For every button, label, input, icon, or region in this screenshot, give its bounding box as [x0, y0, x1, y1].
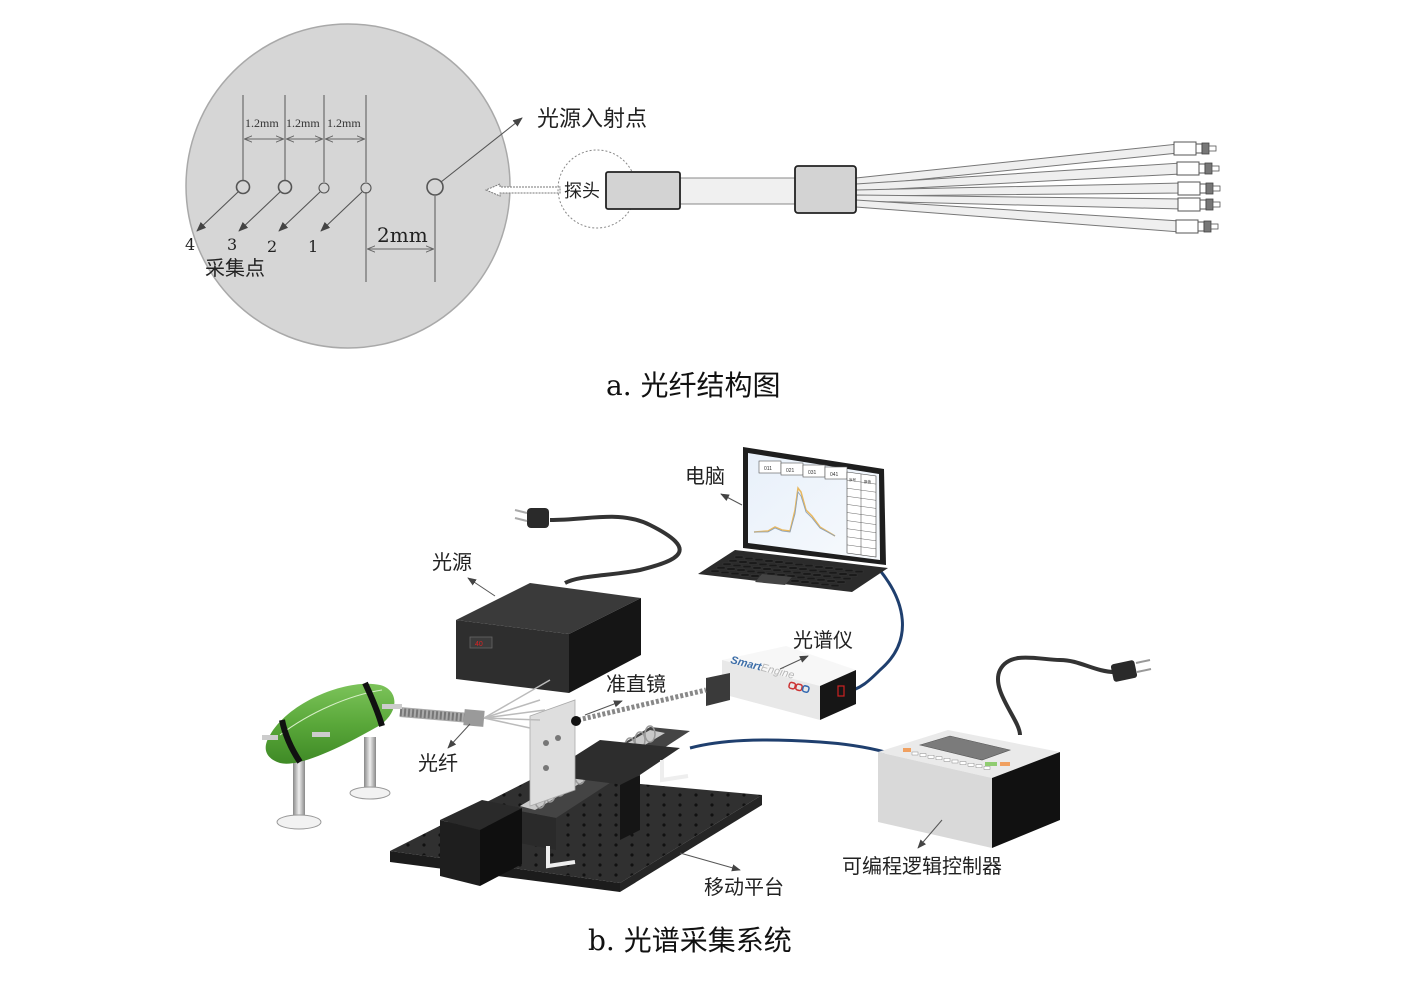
collimator-pointer-arrow — [584, 700, 623, 716]
collimator — [571, 716, 581, 726]
light-incidence-point — [426, 178, 444, 196]
probe-to-face-arrow — [484, 183, 561, 197]
plc-label: 可编程逻辑控制器 — [842, 854, 1002, 878]
stepper-motor — [440, 800, 522, 830]
optical-fiber — [399, 679, 551, 729]
collection-point-1 — [360, 182, 372, 194]
collection-points — [235, 178, 444, 196]
screen-data-table: 序号 数值 — [846, 471, 877, 558]
collection-point-arrows — [196, 191, 363, 232]
plc-power-plug — [1110, 659, 1152, 682]
light-source-display — [469, 636, 493, 649]
spacing-label-2: 1.2mm — [286, 116, 320, 130]
spacing-label-3: 1.2mm — [327, 116, 361, 130]
plc-display-screen — [918, 735, 1012, 761]
incidence-pointer-arrow — [440, 117, 523, 183]
distance-label: 2mm — [377, 223, 428, 247]
spacing-label-1: 1.2mm — [245, 116, 279, 130]
platform-pointer-arrow — [679, 852, 741, 872]
computer-pointer-arrow — [720, 493, 743, 506]
fiber-connector — [1175, 219, 1219, 234]
light-source-power-plug — [514, 508, 549, 528]
probe-label: 探头 — [564, 181, 600, 202]
fiber-connector — [1176, 161, 1220, 176]
collection-point-4 — [235, 179, 251, 195]
laptop-spectrometer-cable — [844, 567, 904, 694]
fiber-connector — [1177, 181, 1221, 196]
light-source-display-value: 40 — [475, 641, 483, 648]
collection-point-2 — [318, 182, 330, 194]
probe-head — [605, 171, 681, 210]
screen-tab-2: 021 — [786, 468, 795, 474]
dimension-guide-lines — [242, 95, 436, 282]
collection-number-1: 1 — [308, 237, 318, 256]
light-incidence-label: 光源入射点 — [537, 107, 647, 132]
collimator-label: 准直镜 — [606, 672, 666, 696]
collection-points-label: 采集点 — [205, 256, 265, 280]
light-source-box: 40 — [456, 583, 641, 693]
plc-pointer-arrow — [917, 819, 943, 849]
laptop: 011 021 031 041 序号 数值 — [698, 447, 888, 592]
collection-number-3: 3 — [227, 235, 237, 254]
spectrometer-logo — [788, 681, 810, 693]
panel-b-caption: b. 光谱采集系统 — [588, 924, 792, 957]
fiber-cable — [679, 177, 797, 205]
laptop-touchpad — [755, 574, 792, 585]
panel-a-caption: a. 光纤结构图 — [606, 369, 781, 402]
moving-platform-label: 移动平台 — [704, 875, 784, 899]
fiber-branches — [855, 143, 1183, 233]
screen-tab-4: 041 — [830, 472, 839, 478]
light-source-pointer-arrow — [467, 577, 496, 597]
collection-number-4: 4 — [185, 235, 195, 254]
spectrometer: SmartEngine — [706, 646, 856, 720]
collection-number-2: 2 — [267, 237, 277, 256]
fiber-pointer-arrow — [447, 723, 471, 749]
fiber-end-face — [185, 23, 511, 349]
computer-label: 电脑 — [685, 464, 725, 488]
collimator-fiber — [577, 687, 707, 723]
cucumber-sample — [262, 681, 402, 830]
fiber-connectors — [1173, 141, 1221, 234]
screen-tabs: 011 021 031 041 — [758, 460, 848, 480]
screen-table-header-1: 序号 — [849, 477, 857, 482]
panel-b-spectral-system: 011 021 031 041 序号 数值 电脑 — [262, 447, 1152, 899]
moving-platform — [390, 699, 762, 892]
panel-a-fiber-structure: 1.2mm 1.2mm 1.2mm 2mm 4 3 2 1 采集点 光源入射点 — [185, 23, 1221, 349]
spectrometer-pointer-arrow — [779, 655, 809, 670]
fiber-connector — [1177, 197, 1221, 212]
screen-tab-3: 031 — [808, 470, 817, 476]
collection-point-3 — [277, 179, 293, 195]
spectrometer-label: 光谱仪 — [793, 628, 853, 652]
plc-power-cable — [996, 655, 1116, 736]
screen-spectrum-curve — [753, 486, 836, 537]
mounting-bracket — [529, 699, 576, 807]
light-source-label: 光源 — [432, 550, 472, 574]
fiber-label: 光纤 — [418, 751, 458, 775]
screen-tab-1: 011 — [764, 466, 772, 472]
fiber-connector — [1173, 141, 1217, 156]
fiber-splitter — [794, 165, 857, 214]
light-source-power-cable — [549, 514, 682, 585]
plc-controller — [878, 730, 1060, 848]
platform-plc-cable — [689, 738, 886, 754]
screen-table-header-2: 数值 — [864, 479, 872, 484]
